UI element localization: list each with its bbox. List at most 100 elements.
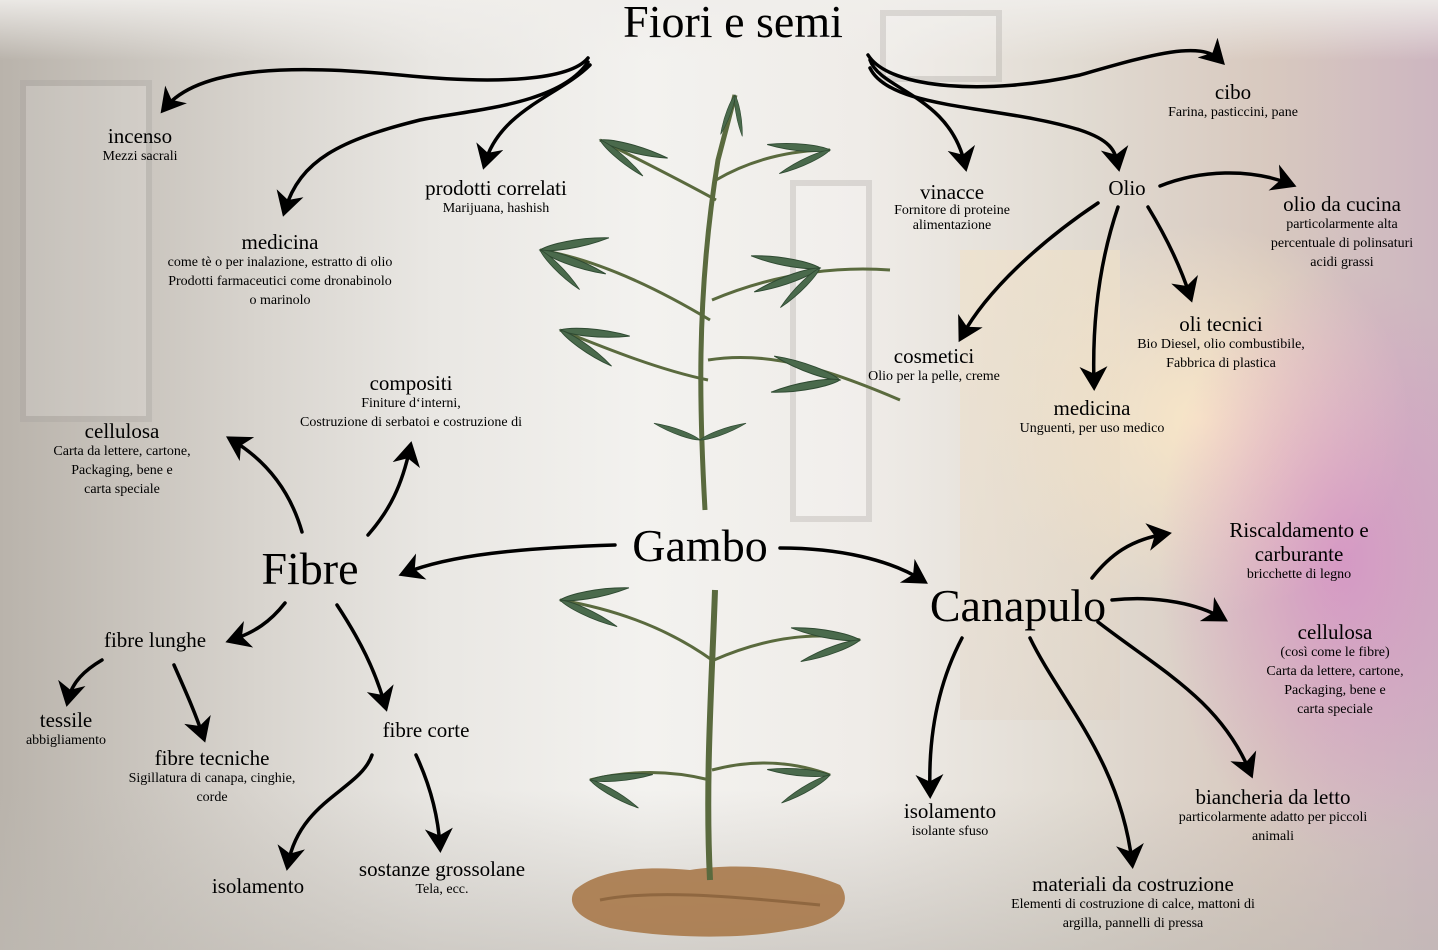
node-desc: Fabbrica di plastica [1166, 356, 1276, 372]
node-title: incenso [107, 124, 173, 148]
node-desc: isolante sfuso [911, 824, 989, 840]
node-title: fibre tecniche [154, 746, 270, 770]
node-medicina-olio: medicina Unguenti, per uso medico [1020, 396, 1165, 439]
node-title: prodotti correlati [425, 176, 567, 200]
node-title: cibo [1214, 80, 1252, 104]
node-title: medicina [1053, 396, 1131, 420]
node-desc: Finiture d‘interni, [361, 396, 461, 412]
arrow-corte-isolamento [277, 753, 374, 871]
node-desc: Marijuana, hashish [442, 201, 550, 217]
arrow-olio-cosmetici [958, 201, 1100, 343]
node-desc: Carta da lettere, cartone, [1266, 664, 1404, 680]
node-fibre-corte: fibre corte [382, 718, 470, 742]
node-desc: acidi grassi [1310, 254, 1374, 270]
node-cellulosa-canapulo: cellulosa (così come le fibre) Carta da … [1266, 620, 1403, 720]
background-frame [790, 180, 872, 522]
arrow-olio-medicina [1079, 205, 1120, 391]
arrow-fiori-cibo [866, 37, 1225, 89]
arrow-fiori-incenso [160, 56, 590, 114]
node-title: cosmetici [893, 344, 975, 368]
node-desc: Farina, pasticcini, pane [1168, 105, 1298, 121]
node-desc: carta speciale [1297, 701, 1373, 717]
node-desc: carta speciale [84, 481, 160, 497]
node-cosmetici: cosmetici Olio per la pelle, creme [868, 344, 1000, 387]
node-desc: Prodotti farmaceutici come dronabinolo [168, 274, 392, 290]
arrow-gambo-fibre [398, 543, 617, 580]
arrow-canapulo-isolamento [915, 636, 964, 799]
node-desc: percentuale di polinsaturi [1270, 236, 1414, 252]
arrow-canapulo-riscaldamento [1090, 523, 1172, 580]
node-title: olio da cucina [1283, 192, 1401, 216]
arrow-fiori-medicina [276, 60, 590, 217]
node-isolamento-fibre: isolamento [211, 874, 305, 898]
arrow-lunghe-tessile [58, 658, 104, 707]
node-title: vinacce [919, 180, 985, 204]
node-desc: Olio per la pelle, creme [868, 369, 1000, 385]
node-title: biancheria da letto [1195, 785, 1351, 809]
node-olio-da-cucina: olio da cucina particolarmente alta perc… [1271, 192, 1413, 273]
arrow-lunghe-tecniche [172, 663, 211, 743]
node-desc: Carta da lettere, cartone, [53, 444, 191, 460]
arrow-canapulo-materiali [1028, 636, 1144, 869]
node-medicina-fiori: medicina come tè o per inalazione, estra… [168, 230, 393, 311]
node-cellulosa-fibre: cellulosa Carta da lettere, cartone, Pac… [53, 419, 190, 500]
node-desc: Unguenti, per uso medico [1019, 421, 1165, 437]
node-desc: particolarmente adatto per piccoli [1178, 810, 1368, 826]
node-biancheria: biancheria da letto particolarmente adat… [1179, 785, 1368, 847]
node-desc: (così come le fibre) [1280, 645, 1390, 661]
background-frame [20, 80, 152, 422]
node-desc: Costruzione di serbatoi e costruzione di [300, 415, 522, 431]
node-desc: o marinolo [249, 292, 311, 308]
arrow-fiori-prodotti [476, 63, 592, 170]
node-title: cellulosa [1297, 620, 1373, 644]
node-title: compositi [369, 371, 453, 395]
soil-illustration [571, 866, 845, 937]
node-prodotti-correlati: prodotti correlati Marijuana, hashish [425, 176, 567, 219]
arrow-corte-grossolane [414, 753, 453, 853]
arrow-canapulo-cellulosa [1110, 596, 1229, 622]
node-tessile: tessile abbigliamento [26, 708, 106, 751]
node-title: sostanze grossolane [358, 857, 526, 881]
node-desc: Fornitore di proteine [894, 203, 1010, 219]
hemp-plant-illustration [537, 93, 901, 881]
node-fibre-lunghe: fibre lunghe [103, 628, 207, 652]
node-desc: Packaging, bene e [71, 463, 173, 479]
node-oli-tecnici: oli tecnici Bio Diesel, olio combustibil… [1137, 312, 1305, 374]
node-desc: Tela, ecc. [415, 882, 469, 898]
arrow-olio-cucina [1158, 164, 1297, 191]
node-title: Riscaldamento e [1229, 518, 1369, 542]
arrow-fiori-olio [868, 66, 1129, 172]
arrows [58, 37, 1297, 871]
node-desc: argilla, pannelli di pressa [1062, 916, 1204, 932]
arrow-fibre-compositi [366, 441, 420, 537]
hub-canapulo: Canapulo [929, 580, 1107, 631]
node-olio: Olio [1108, 176, 1146, 200]
background-frame [880, 10, 1002, 82]
arrow-fibre-corte [335, 603, 394, 712]
node-desc: Packaging, bene e [1284, 682, 1386, 698]
node-title: tessile [39, 708, 93, 732]
node-isolamento-canapulo: isolamento isolante sfuso [904, 799, 996, 842]
node-title: oli tecnici [1179, 312, 1263, 336]
arrow-fibre-cellulosa [226, 436, 304, 534]
node-desc: Bio Diesel, olio combustibile, [1137, 337, 1305, 353]
node-compositi: compositi Finiture d‘interni, Costruzion… [300, 371, 522, 433]
node-incenso: incenso Mezzi sacrali [102, 124, 177, 167]
node-title: medicina [241, 230, 319, 254]
hub-fiori-e-semi: Fiori e semi [623, 0, 843, 47]
node-cibo: cibo Farina, pasticcini, pane [1168, 80, 1298, 123]
node-desc: Sigillatura di canapa, cinghie, [128, 771, 296, 787]
node-title: carburante [1254, 542, 1344, 567]
node-riscaldamento: Riscaldamento e carburante bricchette di… [1229, 518, 1368, 585]
hub-gambo: Gambo [632, 520, 768, 571]
node-desc: Mezzi sacrali [102, 149, 178, 165]
node-title: isolamento [903, 799, 997, 823]
node-desc: alimentazione [912, 217, 992, 233]
node-desc: bricchette di legno [1246, 567, 1352, 583]
node-desc: come tè o per inalazione, estratto di ol… [167, 255, 393, 271]
node-materiali-costruzione: materiali da costruzione Elementi di cos… [1011, 872, 1255, 934]
node-desc: Elementi di costruzione di calce, matton… [1011, 897, 1255, 913]
node-desc: abbigliamento [25, 733, 107, 749]
arrow-canapulo-biancheria [1096, 620, 1257, 779]
